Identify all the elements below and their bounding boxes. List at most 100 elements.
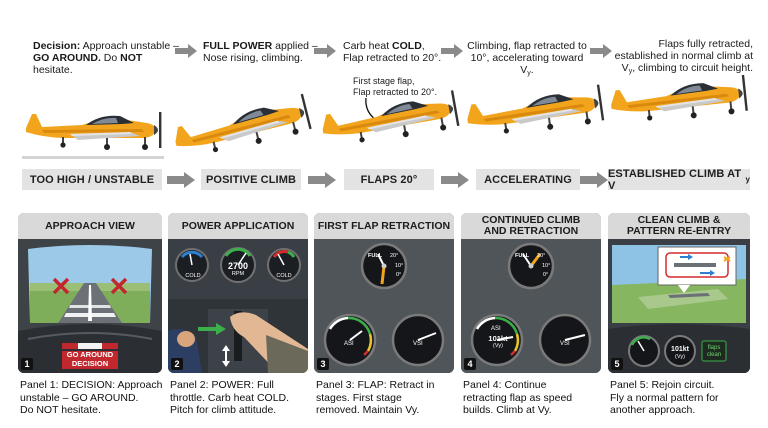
asi-readout: 101kt — [671, 346, 689, 353]
flap-full-label: FULL — [515, 253, 530, 259]
instrument-scene — [314, 239, 454, 373]
arrow-right-icon — [590, 44, 612, 58]
description-line: unstable – GO AROUND. — [20, 391, 139, 404]
caption-text: FULL POWER — [203, 40, 273, 52]
caption-text: First stage flap, — [353, 76, 415, 86]
stage-label: TOO HIGH / UNSTABLE — [29, 173, 155, 186]
panel-first-flap-retraction: FIRST FLAP RETRACTION FULL 20° 10° 0° AS… — [314, 213, 454, 373]
go-around-label: GO AROUND DECISION — [62, 350, 118, 368]
approach-scene — [18, 239, 162, 373]
panel-1-description: Panel 1: DECISION: Approach unstable – G… — [20, 379, 166, 417]
caption-text: Flap retracted to 20°. — [353, 87, 438, 97]
arrow-right-icon — [175, 44, 197, 58]
caption-text: COLD — [392, 40, 422, 52]
description-line: Panel 2: POWER: Full — [170, 379, 274, 391]
rpm-value: 2700 — [227, 261, 249, 271]
caption-text: Decision: — [33, 40, 81, 52]
panel-3-description: Panel 3: FLAP: Retract in stages. First … — [316, 379, 456, 417]
description-line: retracting flap as speed — [463, 391, 573, 404]
description-line: builds. Climb at Vy. — [463, 404, 552, 416]
description-line: removed. Maintain Vy. — [316, 404, 420, 416]
description-line: Do NOT hesitate. — [20, 404, 101, 416]
airplane-icon — [22, 112, 164, 159]
caption-text: NOT — [120, 52, 143, 64]
description-line: Panel 1: DECISION: Approach — [20, 379, 163, 391]
stage-label: FLAPS 20° — [360, 173, 418, 186]
description-line: Panel 3: FLAP: Retract in — [316, 379, 435, 391]
flap-full-label: FULL — [368, 253, 383, 259]
airplane-icon — [171, 93, 312, 156]
caption-text: 10°, accelerating toward V — [470, 52, 584, 76]
arrow-right-icon — [580, 172, 608, 188]
caption-text: applied – — [272, 40, 318, 52]
arrow-right-icon — [441, 172, 469, 188]
asi-label: ASI — [491, 326, 501, 332]
flaps-clean-text: clean — [706, 352, 722, 358]
panel-title: APPROACH VIEW — [18, 213, 162, 239]
caption-text: . — [530, 64, 534, 76]
caption-text: V — [621, 62, 629, 74]
caption-text: established in normal climb at — [614, 50, 753, 62]
panel-clean-climb: CLEAN CLIMB &PATTERN RE-ENTRY 101kt (Vy)… — [608, 213, 750, 373]
panel-number: 3 — [317, 358, 329, 370]
stage-label: POSITIVE CLIMB — [205, 173, 297, 186]
throttle-scene — [168, 239, 308, 373]
flaps-clean-indicator: flaps clean — [702, 345, 726, 359]
vsi-label: VSI — [413, 341, 423, 347]
asi-vy-label: (Vy) — [493, 343, 503, 349]
panel-number: 1 — [21, 358, 33, 370]
arrow-right-icon — [441, 44, 463, 58]
caption-first-stage-note: First stage flap, Flap retracted to 20°. — [353, 76, 448, 98]
panel-number: 5 — [611, 358, 623, 370]
arrow-right-icon — [167, 172, 195, 188]
panel-5-description: Panel 5: Rejoin circuit. Fly a normal pa… — [610, 379, 752, 417]
flap-20-label: 20° — [390, 253, 399, 259]
flap-10-label: 10° — [395, 263, 404, 269]
stage-flaps-20: FLAPS 20° — [344, 169, 434, 190]
airplane-icon — [319, 90, 460, 144]
caption-text: Do — [100, 52, 121, 64]
caption-text: Flap retracted to 20°. — [343, 52, 442, 64]
description-line: Pitch for climb attitude. — [170, 404, 277, 416]
panel-power-application: POWER APPLICATION COLD 2700 RPM COLD 2 — [168, 213, 308, 373]
panel-title-line: PATTERN RE-ENTRY — [626, 225, 732, 237]
flap-0-label: 0° — [396, 272, 402, 278]
stage-positive-climb: POSITIVE CLIMB — [201, 169, 301, 190]
caption-carb-heat: Carb heat COLD, Flap retracted to 20°. — [343, 40, 453, 64]
vsi-label: VSI — [560, 341, 570, 347]
description-line: stages. First stage — [316, 391, 402, 404]
description-line: Panel 5: Rejoin circuit. — [610, 379, 715, 391]
airplane-icon — [609, 74, 749, 127]
arrow-right-icon — [314, 44, 336, 58]
gauge-cold-label: COLD — [276, 273, 292, 279]
panel-title: POWER APPLICATION — [168, 213, 308, 239]
caption-text: hesitate. — [33, 64, 73, 76]
pattern-scene — [608, 239, 750, 373]
caption-text: Approach unstable – — [80, 40, 179, 52]
panel-number: 4 — [464, 358, 476, 370]
panel-title-line: CONTINUED CLIMB — [481, 214, 581, 226]
panel-title-line: CLEAN CLIMB & — [637, 214, 721, 226]
caption-text: y — [628, 68, 633, 75]
caption-decision: Decision: Approach unstable – GO AROUND.… — [33, 40, 183, 76]
panel-title: CLEAN CLIMB &PATTERN RE-ENTRY — [608, 213, 750, 239]
caption-text: Flaps fully retracted, — [658, 38, 753, 50]
caption-text: , climbing to circuit height. — [632, 62, 753, 74]
arrow-right-icon — [308, 172, 336, 188]
instrument-scene — [461, 239, 601, 373]
stage-label: ESTABLISHED CLIMB AT V — [608, 167, 742, 192]
stage-label: ACCELERATING — [484, 173, 572, 186]
panel-title-line: AND RETRACTION — [483, 225, 579, 237]
asi-readout: 101kt — [488, 334, 508, 343]
go-around-text: GO AROUND — [66, 350, 114, 359]
caption-text: y — [527, 70, 531, 77]
caption-text: , — [421, 40, 425, 52]
stage-accelerating: ACCELERATING — [476, 169, 580, 190]
stage-label: y — [745, 175, 750, 184]
caption-climbing: Climbing, flap retracted to 10°, acceler… — [463, 40, 591, 80]
description-line: Fly a normal pattern for — [610, 391, 719, 404]
flaps-clean-text: flaps — [707, 345, 721, 351]
asi-label: ASI — [344, 341, 354, 347]
